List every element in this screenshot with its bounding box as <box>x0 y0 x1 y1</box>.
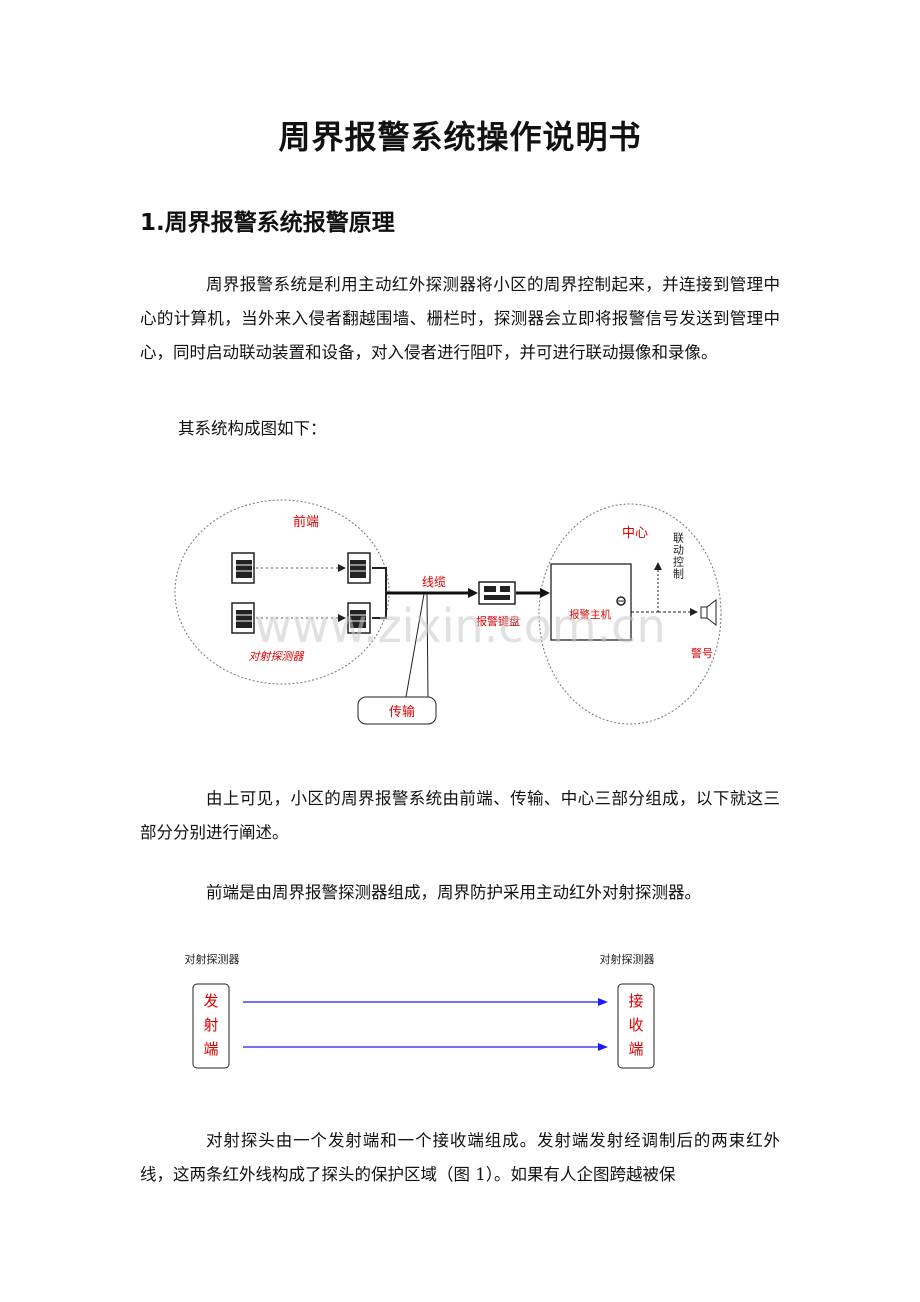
emitter-label: 发射端 <box>203 992 218 1058</box>
emitter-box <box>192 983 230 1069</box>
keyboard-label: 报警键盘 <box>476 614 520 628</box>
detector-label: 对射探测器 <box>249 650 305 663</box>
cable-label: 线缆 <box>422 575 446 589</box>
paragraph-front-end: 前端是由周界报警探测器组成，周界防护采用主动红外对射探测器。 <box>206 883 701 902</box>
right-caption: 对射探测器 <box>600 952 655 966</box>
receiver-box <box>617 983 655 1069</box>
alarm-keyboard-icon <box>478 581 516 605</box>
paragraph-detector-detail: 对射探头由一个发射端和一个接收端组成。发射端发射经调制后的两束红外线，这两条红外… <box>140 1131 780 1184</box>
siren-label: 警号 <box>691 646 713 660</box>
detector-emitter-icon <box>231 602 255 634</box>
label-character: 发 <box>203 992 218 1010</box>
left-caption: 对射探测器 <box>185 952 240 966</box>
label-character: 端 <box>203 1040 218 1058</box>
document-title: 周界报警系统操作说明书 <box>278 118 642 156</box>
paragraph-diagram-intro: 其系统构成图如下： <box>178 419 327 438</box>
center-region <box>538 503 722 725</box>
host-label: 报警主机 <box>569 608 611 621</box>
center-label: 中心 <box>622 526 648 541</box>
system-diagram: 前端 中心 对射探测器 <box>174 499 722 725</box>
detector-emitter-icon <box>231 552 255 584</box>
front-end-label: 前端 <box>293 514 319 530</box>
linkage-label: 联动控制 <box>672 532 685 580</box>
detector-receiver-icon <box>347 552 371 584</box>
siren-icon <box>700 598 717 627</box>
receiver-label: 接收端 <box>628 992 643 1058</box>
detector-pair-diagram: 对射探测器 对射探测器 发射端 接收端 <box>185 952 655 1069</box>
watermark: www.zixin.com.cn <box>254 599 665 653</box>
label-character: 接 <box>628 992 643 1010</box>
transmission-label: 传输 <box>389 704 415 720</box>
paragraph-principle: 周界报警系统是利用主动红外探测器将小区的周界控制起来，并连接到管理中心的计算机，… <box>140 275 780 362</box>
label-character: 端 <box>628 1040 643 1058</box>
paragraph-composition: 由上可见，小区的周界报警系统由前端、传输、中心三部分组成，以下就这三部分分别进行… <box>140 789 780 842</box>
section-heading: 1.周界报警系统报警原理 <box>140 210 395 236</box>
label-character: 射 <box>203 1016 218 1034</box>
host-knob-icon <box>616 596 626 606</box>
detector-receiver-icon <box>347 602 371 634</box>
transmission-callout <box>357 696 437 725</box>
label-character: 收 <box>628 1016 643 1034</box>
